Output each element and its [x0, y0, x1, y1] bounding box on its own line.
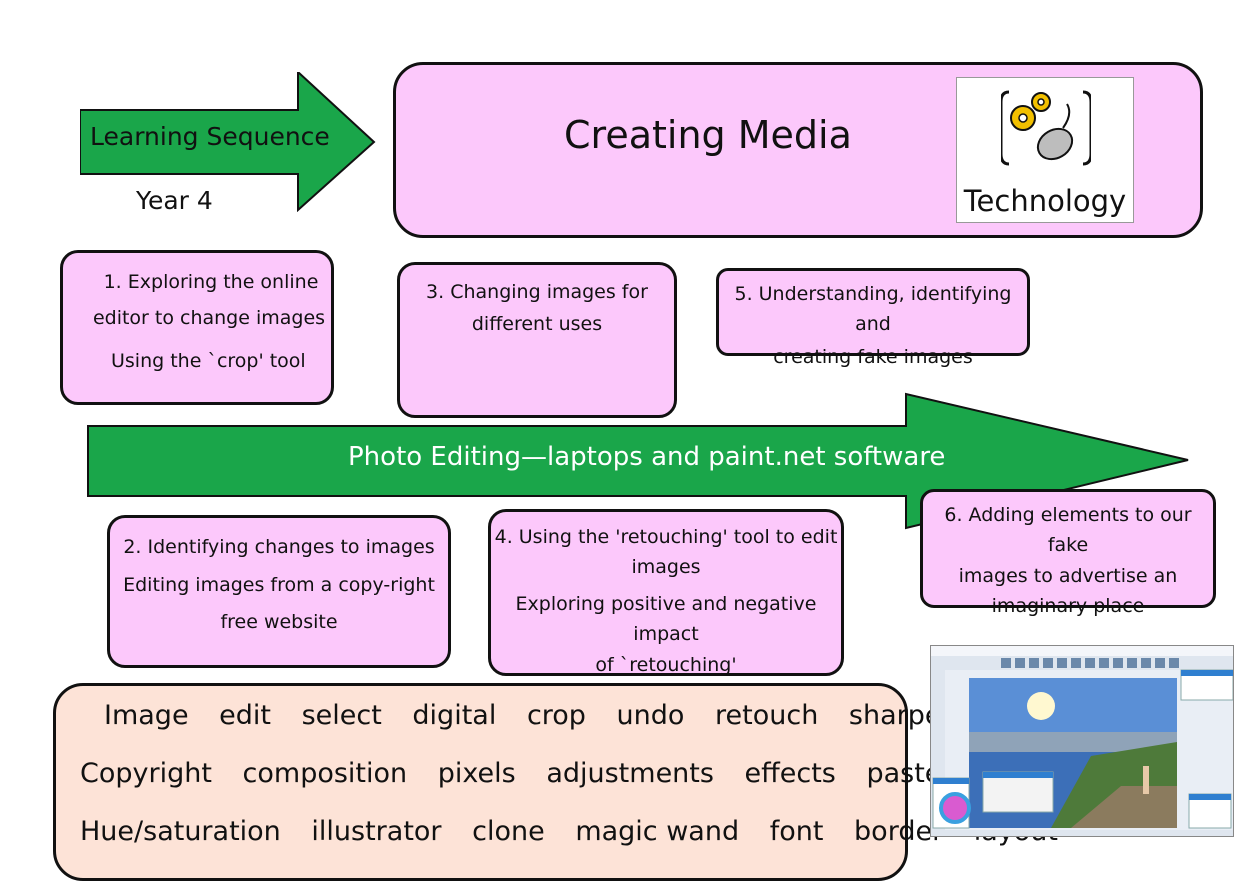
vocabulary-row-2: Copyright composition pixels adjustments…	[56, 752, 1097, 795]
vocab-word: composition	[242, 758, 408, 789]
lesson-4-line-3: Exploring positive and negative impact	[515, 592, 817, 646]
lesson-1-box: 1. Exploring the online editor to change…	[60, 250, 334, 405]
vocab-word: clone	[472, 816, 545, 847]
lesson-1-line-2: editor to change images	[92, 307, 326, 330]
vocab-word: illustrator	[311, 816, 442, 847]
lesson-3-box: 3. Changing images for different uses	[397, 262, 677, 418]
vocabulary-box: Image edit select digital crop undo reto…	[53, 683, 1097, 881]
lesson-4-line-4: of `retouching'	[595, 653, 737, 676]
lesson-6-line-3: imaginary place	[991, 595, 1145, 618]
vocabulary-row-1: Image edit select digital crop undo reto…	[56, 694, 959, 737]
lesson-2-box: 2. Identifying changes to images Editing…	[107, 515, 451, 668]
learning-sequence-arrow-shape	[79, 69, 376, 213]
lesson-5-line-2: creating fake images	[773, 345, 973, 368]
vocab-word: select	[301, 700, 382, 731]
page-title: Creating Media	[564, 113, 852, 157]
title-box: Creating Media Technology	[393, 62, 1203, 238]
vocab-word: edit	[219, 700, 271, 731]
vocab-word: adjustments	[546, 758, 714, 789]
vocab-word: effects	[744, 758, 836, 789]
vocab-word: crop	[526, 700, 586, 731]
lesson-3-line-2: different uses	[471, 313, 603, 336]
vocab-word: Image	[104, 700, 189, 731]
vocab-word: border	[854, 816, 944, 847]
timeline-label: Photo Editing—laptops and paint.net soft…	[348, 442, 946, 472]
lesson-5-line-1: 5. Understanding, identifying and	[734, 283, 1012, 336]
lesson-3-line-1: 3. Changing images for	[426, 281, 648, 303]
lesson-4-line-2: images	[631, 556, 701, 579]
technology-badge-label: Technology	[963, 184, 1127, 218]
lesson-4-box: 4. Using the 'retouching' tool to edit i…	[488, 509, 844, 676]
vocab-word: paste	[866, 758, 942, 789]
learning-sequence-label: Learning Sequence	[90, 122, 330, 151]
gears-and-mouse-icon	[1001, 90, 1091, 166]
lesson-4-line-1: 4. Using the 'retouching' tool to edit	[494, 526, 838, 548]
technology-badge: Technology	[956, 77, 1134, 223]
vocab-word: magic wand	[575, 816, 740, 847]
learning-sequence-arrow: Learning Sequence	[79, 69, 376, 213]
paint-net-screenshot	[930, 645, 1234, 837]
lesson-6-box: 6. Adding elements to our fake images to…	[920, 489, 1216, 617]
vocabulary-row-3: Hue/saturation illustrator clone magic w…	[56, 810, 1058, 853]
year-label: Year 4	[136, 186, 213, 215]
timeline-arrow: Photo Editing—laptops and paint.net soft…	[86, 392, 1192, 532]
lesson-5-box: 5. Understanding, identifying and creati…	[716, 268, 1030, 368]
lesson-2-line-1: 2. Identifying changes to images	[123, 536, 435, 558]
lesson-6-line-2: images to advertise an	[958, 564, 1178, 587]
vocab-word: undo	[616, 700, 685, 731]
lesson-2-line-2: Editing images from a copy-right	[123, 574, 435, 597]
vocab-word: Copyright	[80, 758, 212, 789]
vocab-word: retouch	[715, 700, 819, 731]
vocab-word: font	[769, 816, 824, 847]
vocab-word: digital	[412, 700, 497, 731]
lesson-1-line-3: Using the `crop' tool	[111, 349, 306, 372]
vocab-word: Hue/saturation	[80, 816, 281, 847]
lesson-6-line-1: 6. Adding elements to our fake	[944, 504, 1192, 557]
vocab-word: pixels	[437, 758, 516, 789]
lesson-1-line-1: 1. Exploring the online	[103, 271, 319, 293]
lesson-2-line-3: free website	[220, 610, 338, 633]
paint-net-window-icon	[931, 646, 1233, 836]
